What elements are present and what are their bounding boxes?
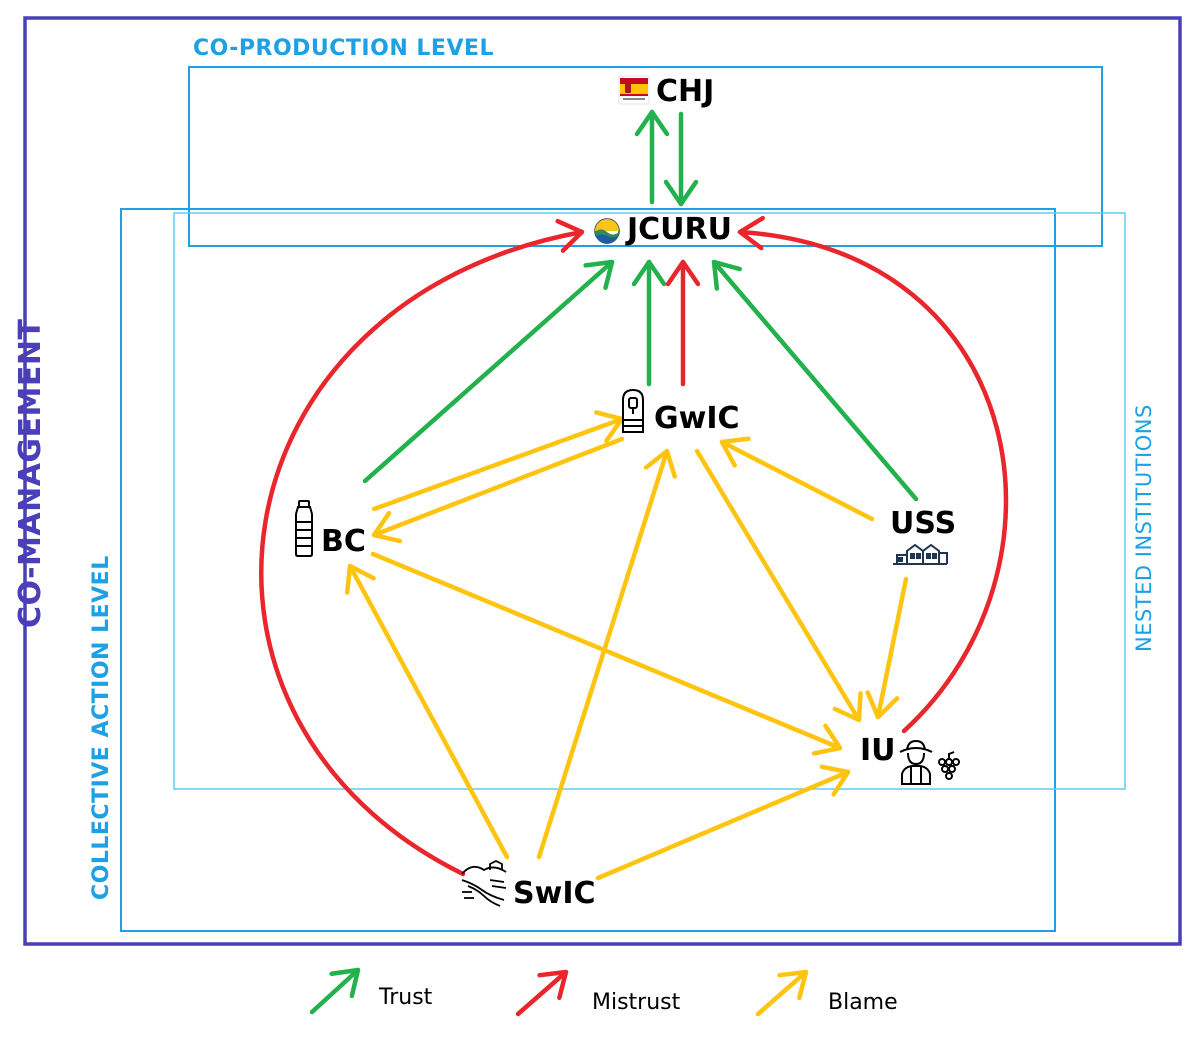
edge-swic-to-iu-blame [595,764,851,881]
edge-gwic-to-iu-blame [694,448,863,723]
collective-action-level-label: COLLECTIVE ACTION LEVEL [89,555,114,900]
legend-blame-arrow [755,969,809,1017]
urban-houses-icon [893,543,948,565]
legend-mistrust-label: Mistrust [592,990,681,1015]
nested-institutions-frame [173,212,1126,790]
edge-gwic-to-bc-blame [371,436,625,544]
co-management-label: CO-MANAGEMENT [13,318,48,628]
well-pump-icon [622,388,644,433]
edge-uss-to-jcuru-trust [711,259,919,502]
spain-coat-of-arms-icon [618,75,650,105]
nested-institutions-label: NESTED INSTITUTIONS [1132,404,1156,652]
edge-iu-to-jcuru-mistrust [737,215,1009,734]
edge-gwic-to-jcuru-mistrust [665,259,701,387]
node-uss: USS [890,506,957,541]
edge-jcuru-to-chj-trust [634,109,670,205]
edge-bc-to-iu-blame [370,551,843,756]
node-jcuru: JCURU [627,212,732,247]
edge-chj-to-jcuru-trust [663,111,699,207]
edge-uss-to-iu-blame [865,576,909,720]
edge-swic-to-jcuru-mistrust [259,218,585,877]
node-bc: BC [321,524,366,559]
node-swic: SwIC [513,876,596,911]
collective-action-frame [120,208,1056,932]
legend-blame-label: Blame [828,990,898,1015]
jcuru-logo-icon [594,218,620,244]
edge-bc-to-gwic-blame [371,410,625,512]
node-gwic: GwIC [654,401,740,436]
coproduction-level-label: CO-PRODUCTION LEVEL [193,36,495,61]
edge-uss-to-gwic-blame [719,436,875,522]
co-management-frame [23,16,1182,946]
legend-trust-label: Trust [379,985,433,1010]
river-landscape-icon [461,859,507,907]
water-bottle-icon [295,500,313,557]
edge-swic-to-gwic-blame [536,448,677,860]
node-iu: IU [860,733,896,768]
node-chj: CHJ [656,74,715,109]
legend-trust-arrow [309,967,361,1015]
edge-swic-to-bc-blame [344,563,510,860]
edge-bc-to-jcuru-trust [362,259,615,484]
farmer-grapes-icon [899,739,960,785]
coproduction-frame [188,66,1103,247]
edge-gwic-to-jcuru-trust [631,259,667,387]
legend-mistrust-arrow [515,969,569,1017]
